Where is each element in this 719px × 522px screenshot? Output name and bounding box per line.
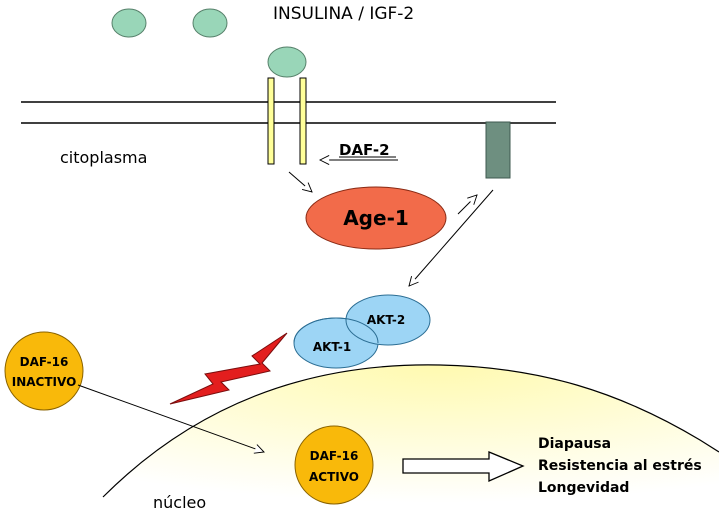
ligand-circle-1 [111, 8, 147, 38]
arrow-age1-to-grey [457, 195, 477, 215]
ligand-bound [267, 46, 307, 78]
outcome-item-1: Diapausa [538, 436, 611, 452]
daf16-active-label-1: DAF-16 [310, 449, 359, 463]
daf16-inactive-label-1: DAF-16 [20, 355, 69, 369]
lightning-bolt-icon [169, 332, 288, 405]
outcome-item-3: Longevidad [538, 480, 629, 496]
grey-receptor-block [485, 121, 511, 179]
akt1-label: AKT-1 [313, 340, 351, 354]
outcome-block-arrow [402, 451, 525, 482]
age1-label: Age-1 [343, 206, 409, 230]
receptor-bar-right [299, 77, 307, 165]
arrow-daf2-to-age1 [288, 171, 312, 192]
akt2-node [345, 294, 431, 346]
outcome-item-2: Resistencia al estrés [538, 458, 702, 474]
title: INSULINA / IGF-2 [273, 4, 414, 24]
age1-node [305, 186, 447, 250]
daf16-active-node [294, 425, 374, 505]
daf2-label: DAF-2 [339, 141, 390, 159]
ligand-circle-2 [192, 8, 228, 38]
daf16-inactive-node [4, 331, 84, 411]
arrow-daf16-translocation [77, 384, 264, 452]
receptor-bar-left [267, 77, 275, 165]
akt2-label: AKT-2 [367, 313, 405, 327]
nucleus-membrane [96, 364, 719, 518]
nucleus-border [102, 364, 719, 498]
cytoplasm-label: citoplasma [60, 148, 147, 167]
daf16-active-label-2: ACTIVO [309, 470, 359, 484]
nucleus-label: núcleo [153, 493, 206, 512]
daf16-inactive-label-2: INACTIVO [12, 375, 77, 389]
akt-overlap-outline [293, 317, 379, 344]
arrow-grey-to-akt [409, 189, 494, 286]
